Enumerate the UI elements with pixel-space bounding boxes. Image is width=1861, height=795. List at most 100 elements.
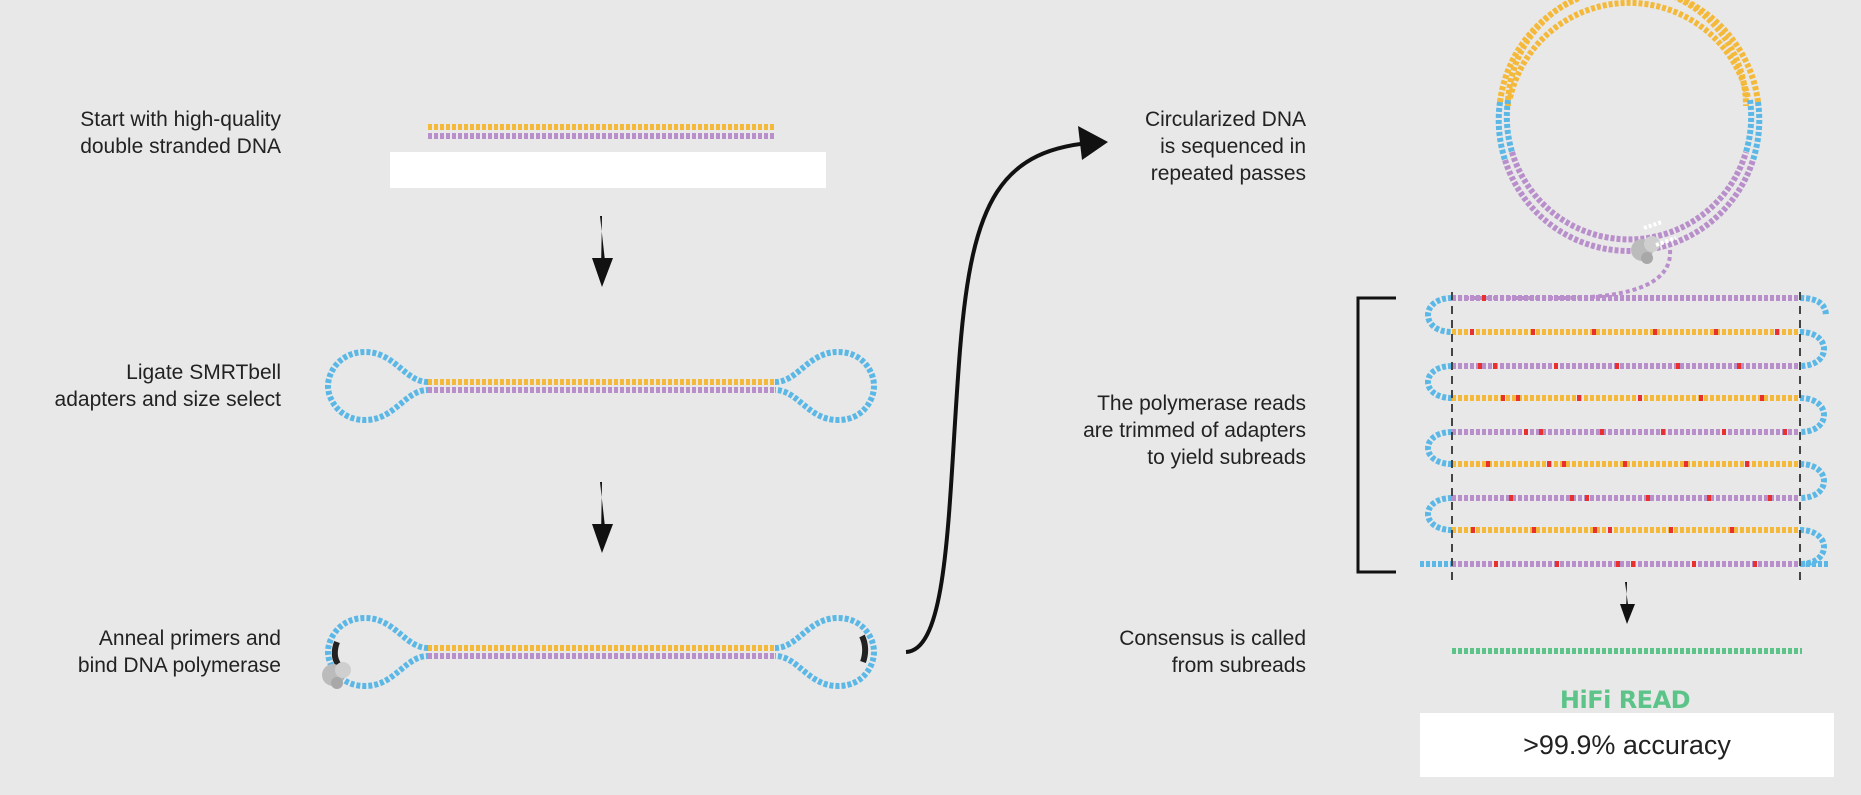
arrow-head-icon — [1078, 126, 1108, 160]
primed-left-loop — [324, 614, 429, 690]
error-mark — [1669, 527, 1673, 533]
error-mark — [1615, 363, 1619, 369]
error-mark — [1699, 395, 1703, 401]
error-mark — [1532, 527, 1536, 533]
label-circularized-line1: Circularized DNA — [1144, 108, 1306, 131]
label-circularized-line3: repeated passes — [1150, 162, 1306, 185]
adapter-turn-left — [1425, 295, 1453, 335]
arrow-down-icon — [592, 216, 613, 287]
error-mark — [1470, 329, 1474, 335]
error-mark — [1638, 395, 1642, 401]
error-mark — [1516, 395, 1520, 401]
smrtbell-template — [324, 348, 878, 424]
circle-blue-right — [1743, 99, 1755, 153]
subreads — [1420, 295, 1830, 567]
adapter-turn-right — [1799, 329, 1827, 369]
polymerase-blob-icon — [1631, 236, 1660, 264]
error-mark — [1471, 527, 1475, 533]
label-consensus-line2: from subreads — [1171, 654, 1306, 677]
circle-yellow-arc — [1505, 0, 1749, 107]
error-mark — [1600, 429, 1604, 435]
error-marks — [1470, 295, 1787, 567]
error-mark — [1684, 461, 1688, 467]
error-mark — [1482, 295, 1486, 301]
label-consensus-line1: Consensus is called — [1119, 627, 1306, 650]
error-mark — [1753, 561, 1757, 567]
error-mark — [1676, 363, 1680, 369]
circle-outer-purple — [1502, 159, 1756, 254]
adapter-turn-right — [1799, 461, 1827, 501]
error-mark — [1760, 395, 1764, 401]
label-trimmed: The polymerase reads are trimmed of adap… — [1083, 390, 1306, 471]
error-mark — [1562, 461, 1566, 467]
error-mark — [1554, 363, 1558, 369]
error-mark — [1531, 329, 1535, 335]
label-anneal-line2: bind DNA polymerase — [77, 654, 281, 677]
error-mark — [1524, 429, 1528, 435]
label-trimmed-line2: are trimmed of adapters — [1083, 419, 1306, 442]
error-mark — [1653, 329, 1657, 335]
arrow-down-icon — [592, 482, 613, 553]
error-mark — [1608, 527, 1612, 533]
error-mark — [1692, 561, 1696, 567]
dsdna-fragment — [428, 124, 775, 139]
error-mark — [1592, 329, 1596, 335]
error-mark — [1661, 429, 1665, 435]
label-start-line2: double stranded DNA — [80, 135, 281, 158]
right-adapter-loop — [774, 348, 878, 424]
emerging-read — [1458, 249, 1673, 300]
error-mark — [1577, 395, 1581, 401]
error-mark — [1486, 461, 1490, 467]
error-mark — [1722, 429, 1726, 435]
error-mark — [1646, 495, 1650, 501]
circle-outer-blue-right — [1750, 101, 1763, 161]
error-mark — [1493, 363, 1497, 369]
primed-right-loop — [774, 614, 878, 690]
curved-flow-arrow — [905, 140, 1101, 654]
error-mark — [1730, 527, 1734, 533]
error-mark — [1737, 363, 1741, 369]
label-trimmed-line3: to yield subreads — [1147, 446, 1306, 469]
error-mark — [1616, 561, 1620, 567]
polymerase-blob-icon — [322, 662, 351, 689]
label-ligate-line1: Ligate SMRTbell — [126, 361, 281, 384]
error-mark — [1501, 395, 1505, 401]
circle-outer-blue-left — [1495, 101, 1508, 161]
error-mark — [1714, 329, 1718, 335]
adapter-turn-left — [1425, 495, 1453, 533]
circle-blue-left — [1503, 99, 1515, 153]
nascent-strand-mark — [1643, 220, 1663, 230]
start-white-box — [390, 152, 826, 188]
error-mark — [1745, 461, 1749, 467]
primer-mark-icon — [331, 640, 341, 666]
error-mark — [1593, 527, 1597, 533]
error-mark — [1509, 495, 1513, 501]
label-ligate-line2: adapters and size select — [54, 388, 281, 411]
circle-outer-yellow — [1497, 0, 1761, 103]
error-mark — [1783, 429, 1787, 435]
error-mark — [1539, 429, 1543, 435]
primer-mark-icon — [859, 634, 869, 664]
label-start-line1: Start with high-quality — [80, 108, 281, 131]
error-mark — [1768, 495, 1772, 501]
nascent-strand-mark — [1655, 236, 1677, 247]
adapter-turn-left — [1425, 429, 1453, 467]
adapter-turn-right — [1799, 295, 1829, 317]
label-start: Start with high-quality double stranded … — [80, 106, 281, 160]
adapter-turn-left — [1425, 363, 1453, 401]
adapter-turn-right — [1799, 395, 1827, 435]
error-mark — [1555, 561, 1559, 567]
adapter-turn-right — [1799, 527, 1827, 567]
label-circularized-line2: is sequenced in — [1160, 135, 1306, 158]
circle-yellow-arc-left — [1507, 0, 1751, 99]
accuracy-text: >99.9% accuracy — [1523, 729, 1731, 760]
circular-dna — [1458, 0, 1763, 300]
arrow-down-icon — [1620, 582, 1635, 624]
circle-purple-arc — [1509, 151, 1749, 243]
primed-smrtbell — [322, 614, 878, 690]
error-mark — [1585, 495, 1589, 501]
hifi-read-label: HiFi READ — [1559, 686, 1691, 714]
error-mark — [1478, 363, 1482, 369]
error-mark — [1707, 495, 1711, 501]
